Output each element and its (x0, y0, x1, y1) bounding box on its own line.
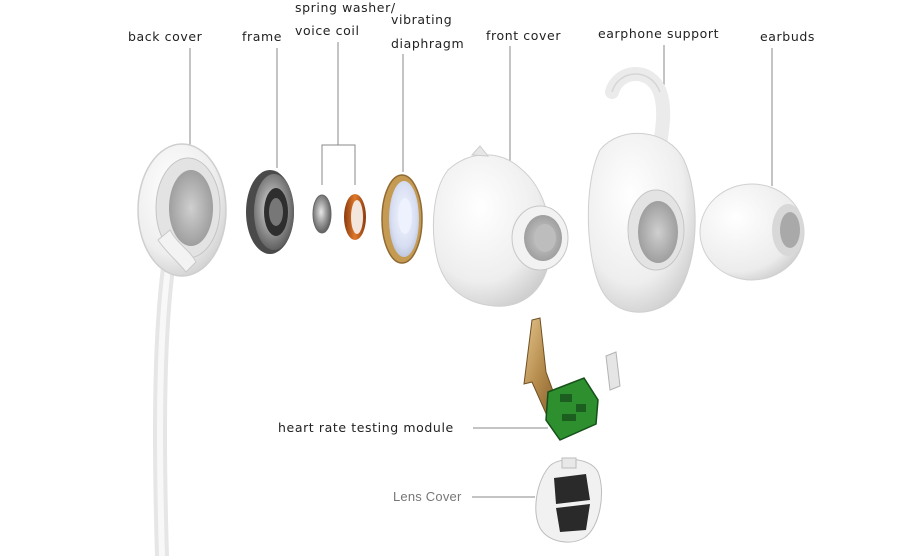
label-vibrating: vibrating (391, 12, 453, 27)
back-cover-part (137, 143, 227, 277)
label-back-cover: back cover (128, 29, 203, 44)
frame-part (246, 170, 294, 254)
label-spring-washer: spring washer/ (295, 0, 396, 15)
front-cover-part (432, 145, 569, 307)
earbud-part (699, 183, 805, 281)
cable-highlight (157, 267, 171, 556)
voice-coil-part (344, 194, 366, 240)
earphone-support-part (587, 67, 696, 313)
label-voice-coil: voice coil (295, 23, 360, 38)
lens-cover-part (535, 457, 602, 543)
label-heart-rate-module: heart rate testing module (278, 420, 454, 435)
diaphragm-part (381, 174, 423, 264)
label-diaphragm: diaphragm (391, 36, 465, 51)
label-earbuds: earbuds (760, 29, 815, 44)
label-lens-cover: Lens Cover (393, 489, 462, 504)
label-front-cover: front cover (486, 28, 562, 43)
spring-washer-part (312, 194, 332, 234)
heart-rate-module-part (523, 317, 621, 441)
leader-spring-voice-bracket (321, 144, 356, 185)
label-earphone-support: earphone support (598, 26, 720, 41)
label-frame: frame (242, 29, 283, 44)
